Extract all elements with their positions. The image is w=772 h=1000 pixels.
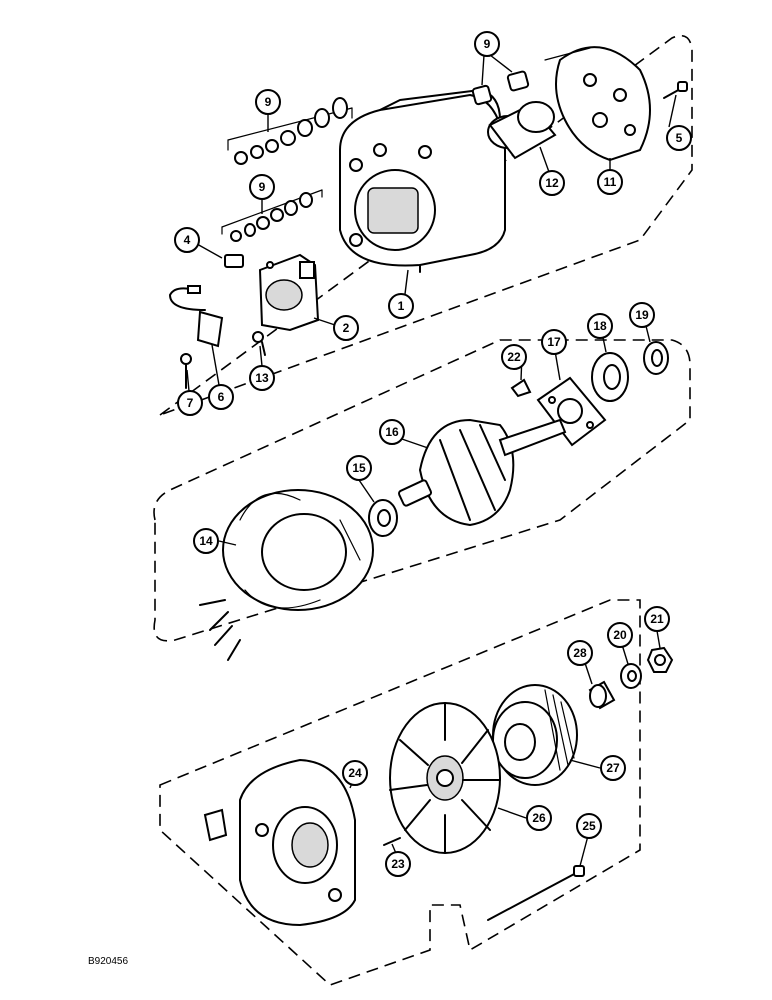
callout-5: 5	[666, 125, 692, 151]
callout-23: 23	[385, 851, 411, 877]
svg-text:27: 27	[606, 761, 620, 775]
svg-text:26: 26	[532, 811, 546, 825]
callout-17: 17	[541, 329, 567, 355]
screw-part-7	[180, 353, 192, 389]
svg-text:4: 4	[184, 233, 191, 247]
callout-9-upper-washers: 9	[255, 89, 281, 115]
callout-11: 11	[597, 169, 623, 195]
upper-group-boundary	[159, 34, 693, 416]
callout-26: 26	[526, 805, 552, 831]
svg-text:15: 15	[352, 461, 366, 475]
retainer-plate-part	[536, 376, 607, 447]
bearing-part-18	[591, 352, 629, 402]
rotor-part	[398, 418, 567, 527]
woodruff-key-part	[510, 378, 532, 398]
svg-text:6: 6	[218, 390, 225, 404]
lower-group-boundary	[159, 599, 641, 986]
stator-part	[199, 489, 374, 661]
callout-22: 22	[501, 344, 527, 370]
svg-text:12: 12	[545, 176, 559, 190]
callout-6: 6	[208, 384, 234, 410]
svg-text:9: 9	[259, 180, 266, 194]
washer-stack-lower	[221, 189, 323, 242]
callout-12: 12	[539, 170, 565, 196]
document-id: B920456	[88, 956, 129, 967]
callout-27: 27	[600, 755, 626, 781]
terminal-nuts	[471, 70, 530, 106]
fan-part	[389, 702, 501, 854]
svg-text:23: 23	[391, 857, 405, 871]
rear-housing-part	[339, 89, 506, 273]
svg-text:7: 7	[187, 396, 194, 410]
screw-part-5	[663, 81, 688, 99]
svg-text:24: 24	[348, 766, 362, 780]
svg-text:28: 28	[573, 646, 587, 660]
svg-text:5: 5	[676, 131, 683, 145]
callout-18: 18	[587, 313, 613, 339]
callout-4: 4	[174, 227, 200, 253]
svg-text:19: 19	[635, 308, 649, 322]
seal-part-19	[643, 341, 669, 375]
callout-19: 19	[629, 302, 655, 328]
svg-text:17: 17	[547, 335, 561, 349]
capacitor-part	[169, 285, 224, 348]
bearing-part-15	[368, 499, 398, 537]
pulley-part	[492, 684, 578, 786]
svg-text:2: 2	[343, 321, 350, 335]
front-housing-part	[203, 758, 356, 927]
pulley-nut-part	[646, 646, 674, 673]
svg-text:16: 16	[385, 425, 399, 439]
svg-text:21: 21	[650, 612, 664, 626]
svg-text:22: 22	[507, 350, 521, 364]
svg-text:18: 18	[593, 319, 607, 333]
callout-16: 16	[379, 419, 405, 445]
callout-7: 7	[177, 390, 203, 416]
callout-28: 28	[567, 640, 593, 666]
callout-15: 15	[346, 455, 372, 481]
spacer-part-28	[588, 680, 616, 710]
through-bolt-part	[487, 865, 585, 921]
bearing-sleeve-part	[487, 101, 557, 160]
callout-13: 13	[249, 365, 275, 391]
svg-text:25: 25	[582, 819, 596, 833]
callout-14: 14	[193, 528, 219, 554]
middle-group-boundary	[153, 339, 691, 642]
callout-20: 20	[607, 622, 633, 648]
screw-part-13	[252, 331, 266, 356]
svg-text:13: 13	[255, 371, 269, 385]
callout-1: 1	[388, 293, 414, 319]
svg-text:20: 20	[613, 628, 627, 642]
svg-text:14: 14	[199, 534, 213, 548]
callout-24: 24	[342, 760, 368, 786]
callout-21: 21	[644, 606, 670, 632]
svg-text:11: 11	[604, 175, 617, 189]
callout-25: 25	[576, 813, 602, 839]
washer-stack-upper	[227, 97, 353, 165]
svg-text:9: 9	[265, 95, 272, 109]
brush-part	[224, 254, 244, 268]
callout-2: 2	[333, 315, 359, 341]
svg-text:1: 1	[398, 299, 405, 313]
pulley-washer-part	[620, 663, 642, 689]
callout-9-top: 9	[474, 31, 500, 57]
callout-9-lower-washers: 9	[249, 174, 275, 200]
rectifier-plate-part	[544, 46, 651, 162]
regulator-part	[258, 253, 320, 332]
svg-text:9: 9	[484, 37, 491, 51]
screw-part-23	[383, 837, 401, 846]
